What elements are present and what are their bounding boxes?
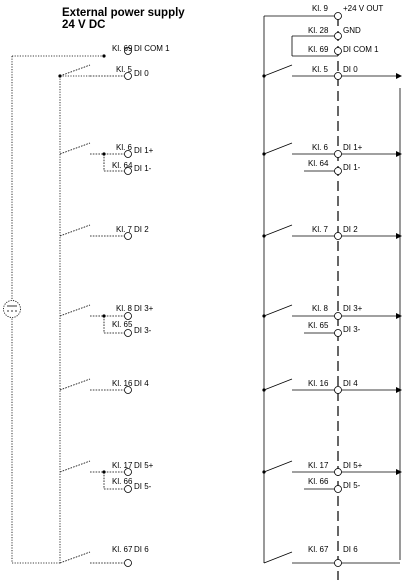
left-kl-label: Kl. 69 <box>112 44 133 53</box>
switch-contact-icon <box>59 224 124 237</box>
right-kl-label: Kl. 5 <box>312 65 329 74</box>
right-di-label: +24 V OUT <box>343 4 383 13</box>
diagram-title: External power supply 24 V DC <box>62 7 185 31</box>
left-kl-label: Kl. 6 <box>116 143 133 152</box>
left-terminal-circles <box>124 47 132 567</box>
switch-contact-icon <box>59 142 124 155</box>
switch-contact-icon <box>263 460 400 473</box>
left-di-label: DI 1- <box>134 164 152 173</box>
switch-contact-icon <box>59 460 124 473</box>
switch-contact-icon <box>263 142 400 155</box>
title-line-1: External power supply <box>62 7 185 19</box>
right-labels: Kl. 9 +24 V OUT Kl. 28 GND Kl. 69 DI COM… <box>308 4 383 554</box>
right-kl-label: Kl. 67 <box>308 545 329 554</box>
switch-contact-icon <box>263 224 400 237</box>
left-di-label: DI 1+ <box>134 146 154 155</box>
right-di-label: DI 3+ <box>343 304 363 313</box>
switch-contact-icon <box>263 378 400 391</box>
left-di-label: DI 6 <box>134 545 149 554</box>
right-kl-label: Kl. 65 <box>308 321 329 330</box>
left-di-label: DI COM 1 <box>134 44 170 53</box>
left-kl-label: Kl. 7 <box>116 225 133 234</box>
left-di-label: DI 2 <box>134 225 149 234</box>
right-kl-label: Kl. 7 <box>312 225 329 234</box>
right-di-label: DI 5- <box>343 481 361 490</box>
right-di-label: DI COM 1 <box>343 45 379 54</box>
right-kl-label: Kl. 66 <box>308 477 329 486</box>
right-di-label: DI 0 <box>343 65 358 74</box>
switch-contact-icon <box>59 64 124 77</box>
title-line-2: 24 V DC <box>62 19 106 31</box>
right-kl-label: Kl. 64 <box>308 159 329 168</box>
left-di-label: DI 3- <box>134 326 152 335</box>
switch-contact-icon <box>59 378 124 391</box>
right-arrowheads <box>262 73 402 475</box>
dc-source-icon <box>3 300 21 318</box>
right-di-label: DI 3- <box>343 325 361 334</box>
right-terminal-circles <box>334 12 342 567</box>
left-di-label: DI 3+ <box>134 304 154 313</box>
left-junction-dots <box>58 54 106 474</box>
left-di-label: DI 4 <box>134 379 149 388</box>
right-kl-label: Kl. 17 <box>308 461 329 470</box>
right-kl-label: Kl. 28 <box>308 26 329 35</box>
left-di-label: DI 5+ <box>134 461 154 470</box>
left-kl-label: Kl. 17 <box>112 461 133 470</box>
right-kl-label: Kl. 6 <box>312 143 329 152</box>
right-kl-label: Kl. 69 <box>308 45 329 54</box>
right-kl-label: Kl. 8 <box>312 304 329 313</box>
switch-contact-icon <box>59 304 124 317</box>
right-di-label: DI 5+ <box>343 461 363 470</box>
switch-contact-icon <box>263 64 400 77</box>
left-kl-label: Kl. 67 <box>112 545 133 554</box>
right-kl-label: Kl. 9 <box>312 4 329 13</box>
right-supply-rails <box>263 15 340 563</box>
right-di-label: DI 6 <box>343 545 358 554</box>
left-kl-label: Kl. 16 <box>112 379 133 388</box>
left-kl-label: Kl. 8 <box>116 304 133 313</box>
power-supply-loop <box>11 55 104 564</box>
right-kl-label: Kl. 16 <box>308 379 329 388</box>
left-kl-label: Kl. 66 <box>112 477 133 486</box>
right-di-label: DI 2 <box>343 225 358 234</box>
switch-contact-icon <box>263 551 400 564</box>
left-di-label: DI 0 <box>134 69 149 78</box>
right-di-label: DI 1+ <box>343 143 363 152</box>
left-kl-label: Kl. 64 <box>112 161 133 170</box>
switch-contact-icon <box>263 304 400 317</box>
left-switch-group <box>59 64 124 564</box>
left-di-label: DI 5- <box>134 482 152 491</box>
switch-contact-icon <box>59 551 124 564</box>
right-switch-group <box>263 64 401 564</box>
left-kl-label: Kl. 5 <box>116 65 133 74</box>
right-di-label: DI 4 <box>343 379 358 388</box>
right-di-label: DI 1- <box>343 163 361 172</box>
left-kl-label: Kl. 65 <box>112 320 133 329</box>
left-labels: Kl. 69 DI COM 1 Kl. 5 DI 0 Kl. 6 DI 1+ K… <box>112 44 170 554</box>
right-di-label: GND <box>343 26 361 35</box>
